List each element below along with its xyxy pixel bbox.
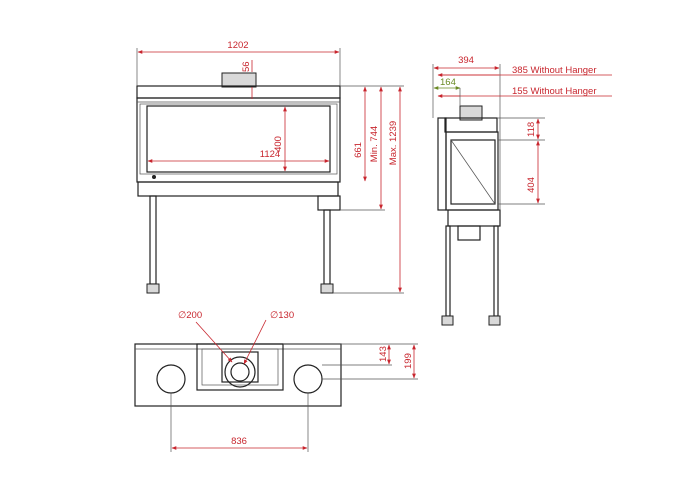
dim-top-118: 118: [526, 122, 537, 137]
front-glass: [146, 105, 331, 173]
dim-glass-width-1124: 1124: [260, 149, 280, 160]
side-base: [447, 209, 501, 227]
side-glass: [450, 139, 496, 205]
front-top-band: [136, 85, 341, 99]
dim-385-without-hanger: 385 Without Hanger: [512, 65, 597, 76]
front-valve-box: [317, 195, 341, 211]
dim-143: 143: [378, 346, 389, 362]
dim-depth-394: 394: [458, 55, 474, 66]
vent-right: [293, 364, 323, 394]
flue-130-circle: [230, 362, 250, 382]
dim-199: 199: [403, 353, 414, 369]
dim-width-1202: 1202: [227, 40, 248, 51]
top-body: [134, 343, 342, 407]
dim-max-1239: Max. 1239: [388, 121, 399, 165]
front-foot-left: [146, 283, 160, 294]
flue-200-circle: [224, 356, 256, 388]
dim-glass-height-400: 400: [273, 136, 284, 152]
dim-glass-404: 404: [526, 177, 537, 193]
front-leg-right: [323, 209, 331, 285]
dim-flue-130: ∅130: [270, 310, 294, 321]
dim-flue-200: ∅200: [178, 310, 202, 321]
front-foot-right: [320, 283, 334, 294]
dim-flue-56: 56: [241, 61, 252, 72]
flue-stub: [221, 72, 257, 88]
dim-offset-164: 164: [440, 77, 456, 88]
side-flue: [459, 105, 483, 121]
side-view: 394 385 Without Hanger 164 155 Without H…: [432, 55, 612, 326]
dim-spacing-836: 836: [231, 436, 247, 447]
dim-155-without-hanger: 155 Without Hanger: [512, 86, 597, 97]
side-leg-left: [445, 225, 451, 317]
top-view: ∅200 ∅130 143 199 836: [134, 310, 418, 452]
side-foot-right: [488, 315, 501, 326]
top-firebox: [196, 343, 284, 391]
side-foot-left: [441, 315, 454, 326]
top-burner: [221, 351, 259, 383]
side-valve: [457, 225, 481, 241]
front-body: [136, 97, 341, 183]
dim-min-744: Min. 744: [369, 126, 380, 162]
front-base: [137, 181, 339, 197]
front-leg-left: [149, 195, 157, 285]
dim-661: 661: [353, 142, 364, 158]
front-view: 1202 56 400 1124 661 Min. 744 Max. 1239: [136, 40, 404, 294]
side-leg-right: [493, 225, 499, 317]
vent-left: [156, 364, 186, 394]
